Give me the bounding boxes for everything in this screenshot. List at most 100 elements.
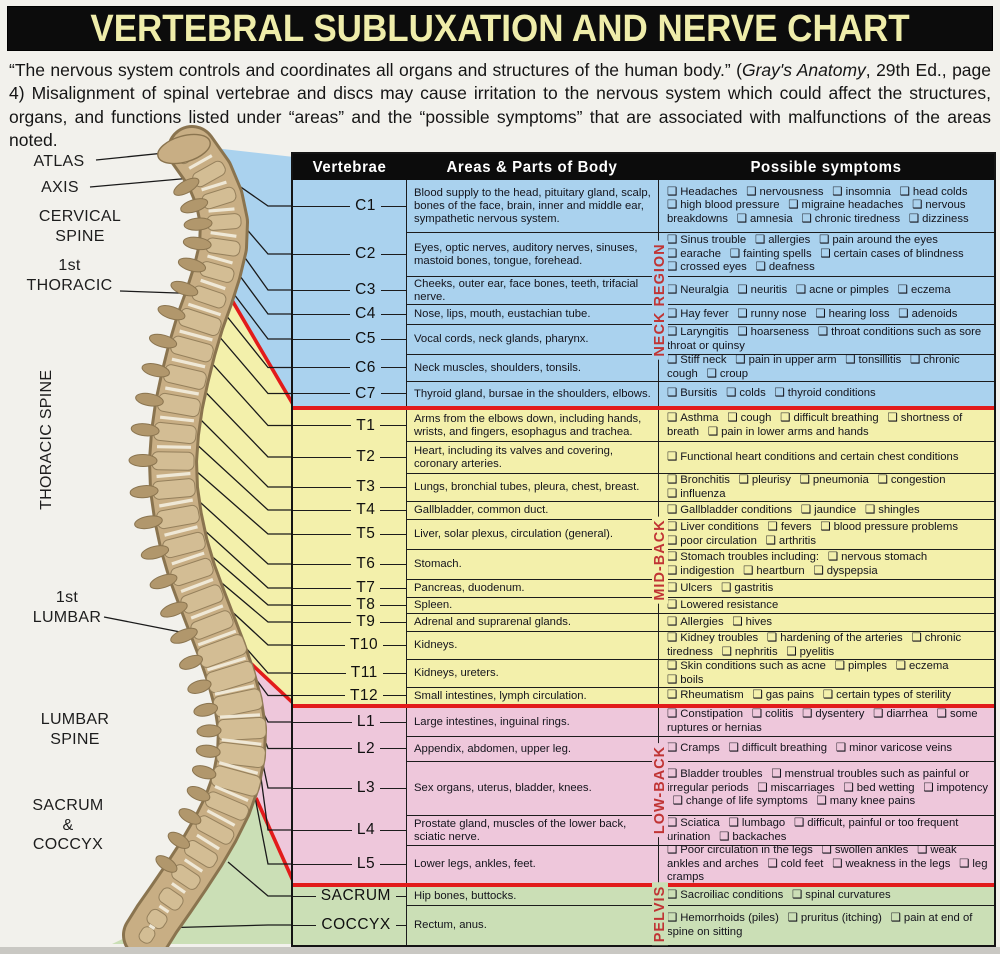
label-lumbar-spine: LUMBAR SPINE bbox=[40, 711, 110, 748]
symptoms-cell: ❑ Bronchitis ❑ pleurisy ❑ pneumonia ❑ co… bbox=[658, 473, 994, 501]
leader-line-segment bbox=[293, 829, 352, 831]
region-label-neck-region: NECK REGION bbox=[652, 240, 668, 360]
disc-line bbox=[218, 761, 259, 775]
areas-cell: Appendix, abdomen, upper leg. bbox=[406, 736, 658, 761]
vertebra-body bbox=[153, 421, 197, 445]
table-row: COCCYX Rectum, anus.❑ Hemorrhoids (piles)… bbox=[293, 905, 994, 945]
areas-cell: Kidneys. bbox=[406, 631, 658, 659]
intro-text: “The nervous system controls and coordin… bbox=[9, 59, 991, 152]
vertebra-label: T11 bbox=[350, 664, 378, 681]
vertebra-label: T5 bbox=[356, 525, 376, 542]
leader-line-segment bbox=[293, 289, 351, 291]
vertebra-cell: T6 bbox=[293, 549, 406, 579]
areas-cell: Cheeks, outer ear, face bones, teeth, tr… bbox=[406, 276, 658, 304]
vertebra-label: COCCYX bbox=[321, 916, 391, 933]
vertebra-cell: L4 bbox=[293, 815, 406, 845]
leader-line-segment bbox=[380, 338, 406, 340]
spine-illustration bbox=[89, 125, 296, 954]
disc-line bbox=[180, 578, 214, 593]
vertebra-label: T9 bbox=[356, 613, 376, 630]
page-title: VERTEBRAL SUBLUXATION AND NERVE CHART bbox=[90, 6, 910, 50]
vertebra-label: T1 bbox=[356, 416, 376, 434]
areas-cell: Vocal cords, neck glands, pharynx. bbox=[406, 324, 658, 354]
spinous-process bbox=[191, 765, 217, 780]
spinous-process bbox=[128, 453, 158, 467]
areas-cell: Pancreas, duodenum. bbox=[406, 579, 658, 597]
vertebra-cell: T5 bbox=[293, 519, 406, 549]
pelvis-wedge bbox=[112, 798, 294, 944]
region-separator bbox=[293, 406, 994, 410]
leader-line-segment bbox=[293, 509, 352, 511]
vertebra-cell: T9 bbox=[293, 613, 406, 631]
spinous-process bbox=[135, 392, 164, 407]
disc-line bbox=[188, 154, 213, 170]
spinous-process bbox=[177, 257, 207, 273]
vertebra-cell: L2 bbox=[293, 736, 406, 761]
leader-line-segment bbox=[380, 787, 406, 789]
leader-line-segment bbox=[380, 486, 406, 488]
leader-line-segment bbox=[380, 425, 406, 426]
areas-cell: Blood supply to the head, pituitary glan… bbox=[406, 180, 658, 232]
spinous-process bbox=[180, 198, 209, 214]
vertebra-label: T4 bbox=[356, 501, 376, 518]
symptoms-cell: ❑ Asthma ❑ cough ❑ difficult breathing ❑… bbox=[658, 410, 994, 441]
disc-line bbox=[164, 525, 198, 537]
spinous-process bbox=[170, 627, 198, 644]
vertebra-label: T3 bbox=[356, 478, 376, 495]
vertebra-label: C4 bbox=[355, 305, 376, 322]
leader-line-segment bbox=[380, 509, 406, 511]
leader-line bbox=[178, 482, 294, 565]
table-row: T2 Heart, including its valves and coveri… bbox=[293, 441, 994, 473]
leader-line-segment bbox=[293, 205, 351, 207]
areas-cell: Lower legs, ankles, feet. bbox=[406, 845, 658, 883]
leader-line bbox=[190, 376, 294, 458]
region-boundary-line bbox=[254, 797, 296, 884]
vertebra-cell: C6 bbox=[293, 354, 406, 381]
areas-cell: Stomach. bbox=[406, 549, 658, 579]
vertebra-cell: C7 bbox=[293, 381, 406, 406]
vertebra-label: C6 bbox=[355, 358, 376, 376]
label-thoracic-spine: THORACIC SPINE bbox=[38, 369, 56, 510]
areas-cell: Neck muscles, shoulders, tonsils. bbox=[406, 354, 658, 381]
leader-line-segment bbox=[293, 748, 352, 749]
areas-cell: Hip bones, buttocks. bbox=[406, 887, 658, 905]
leader-line-segment bbox=[395, 895, 406, 897]
symptoms-cell: ❑ Functional heart conditions and certai… bbox=[658, 441, 994, 473]
disc-line bbox=[156, 445, 192, 449]
vertebra-cell: L1 bbox=[293, 708, 406, 736]
vertebra-label: C2 bbox=[355, 245, 376, 262]
disc-line bbox=[158, 498, 194, 508]
areas-cell: Heart, including its valves and covering… bbox=[406, 441, 658, 473]
header-symptoms: Possible symptoms bbox=[750, 158, 902, 176]
symptoms-cell: ❑ Sinus trouble ❑ allergies ❑ pain aroun… bbox=[658, 232, 994, 276]
vertebra-label: T12 bbox=[349, 687, 379, 704]
spinous-process bbox=[129, 485, 159, 499]
disc-line bbox=[221, 738, 262, 746]
symptoms-cell: ❑ Bursitis ❑ colds ❑ thyroid conditions bbox=[658, 381, 994, 406]
vertebra-label: T6 bbox=[356, 555, 376, 572]
spinous-process bbox=[183, 217, 213, 231]
leader-line-segment bbox=[293, 644, 345, 646]
symptoms-cell: ❑ Allergies ❑ hives bbox=[658, 613, 994, 631]
symptoms-cell: ❑ Stiff neck ❑ pain in upper arm ❑ tonsi… bbox=[658, 354, 994, 381]
symptoms-cell: ❑ Hay fever ❑ runny nose ❑ hearing loss … bbox=[658, 304, 994, 324]
vertebra-cell: T4 bbox=[293, 501, 406, 519]
disc-line bbox=[171, 551, 205, 566]
disc-line bbox=[148, 924, 156, 930]
areas-cell: Rectum, anus. bbox=[406, 905, 658, 945]
intro-part: , 29th Ed., page 4) Misalignment of spin… bbox=[9, 60, 991, 150]
leader-line-segment bbox=[380, 721, 406, 723]
disc-line bbox=[196, 833, 220, 851]
vertebra-label: T2 bbox=[356, 448, 376, 465]
symptoms-cell: ❑ Hemorrhoids (piles) ❑ pruritus (itchin… bbox=[658, 905, 994, 945]
leader-line-segment bbox=[293, 621, 352, 623]
vertebra-cell: L5 bbox=[293, 845, 406, 883]
spinous-process bbox=[195, 744, 221, 758]
